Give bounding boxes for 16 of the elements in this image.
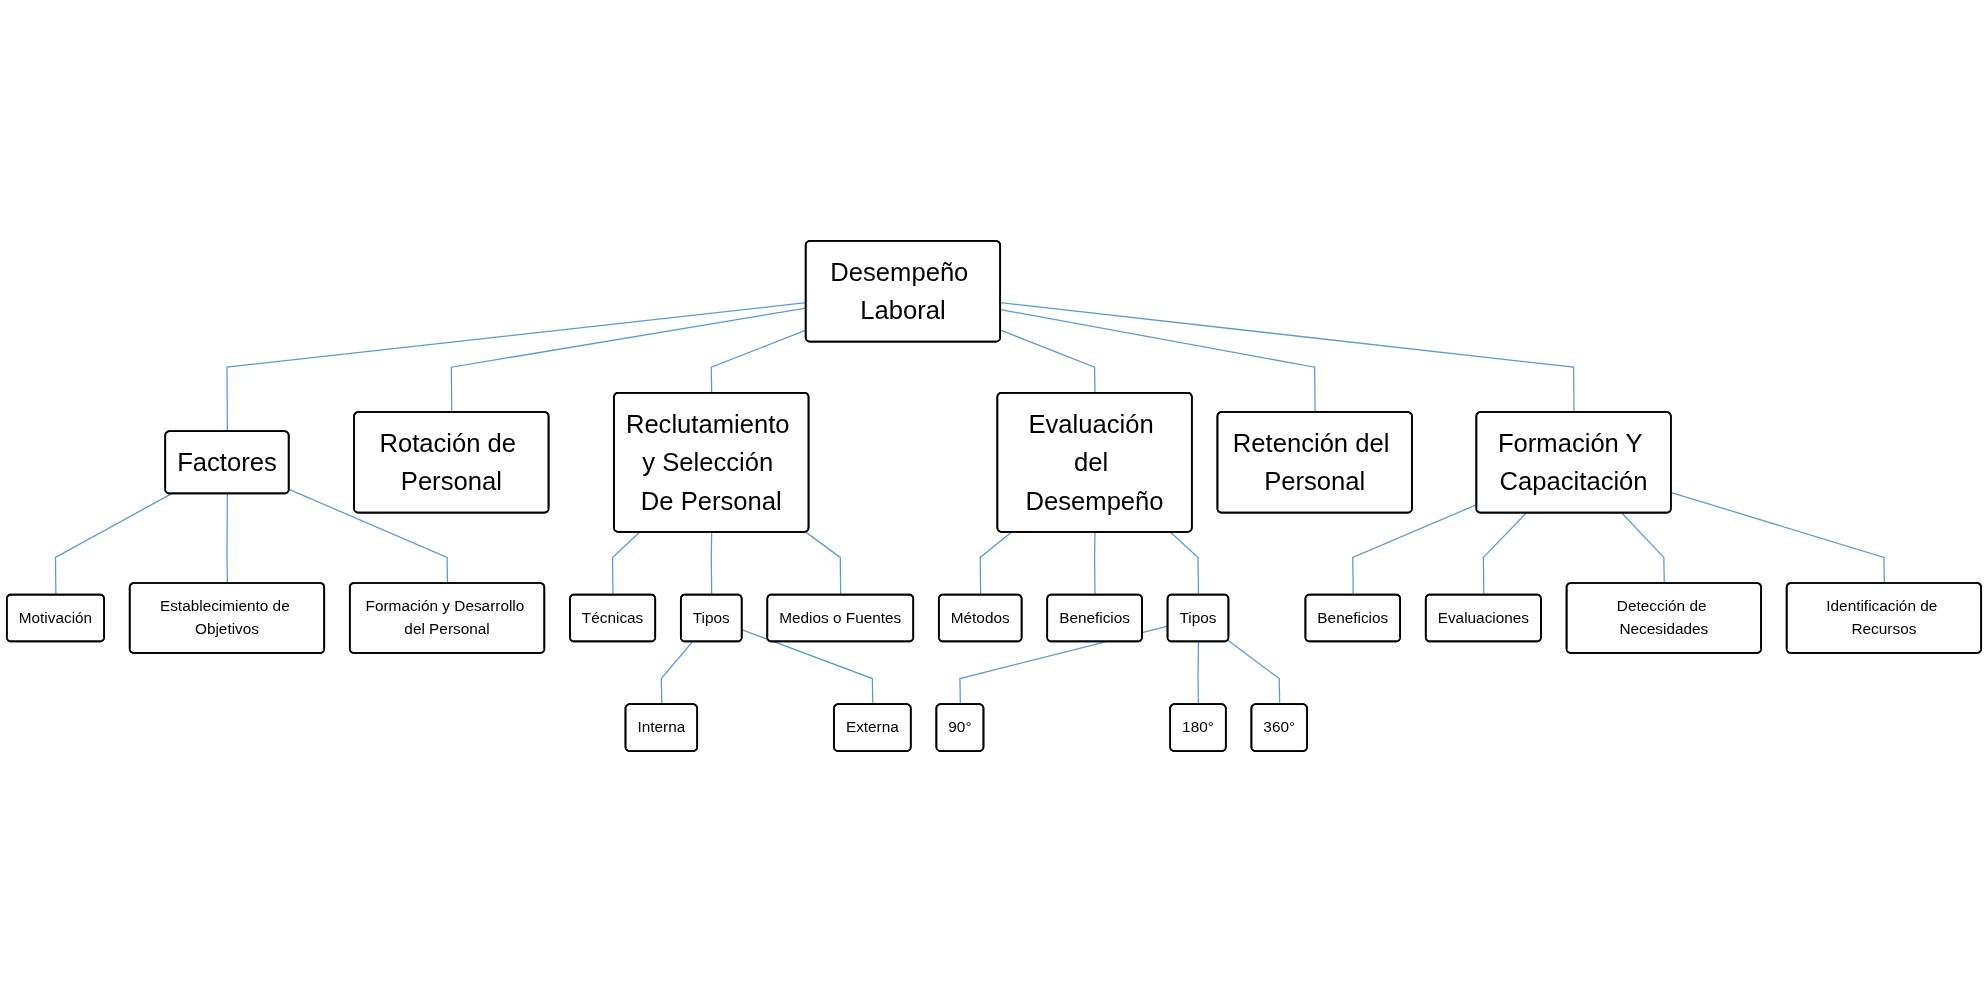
connector <box>741 629 874 706</box>
connector <box>710 531 713 596</box>
connector <box>1227 639 1281 706</box>
connector <box>1670 491 1885 585</box>
connector <box>805 531 842 596</box>
connector <box>660 641 693 706</box>
connector <box>1169 531 1200 596</box>
connector <box>226 493 229 585</box>
connector <box>1093 531 1096 596</box>
connector <box>979 531 1013 596</box>
connector <box>611 531 641 596</box>
connector <box>288 488 449 585</box>
connector <box>1482 512 1527 596</box>
connector <box>54 493 172 596</box>
connector <box>1621 512 1665 585</box>
connector <box>1197 641 1200 706</box>
